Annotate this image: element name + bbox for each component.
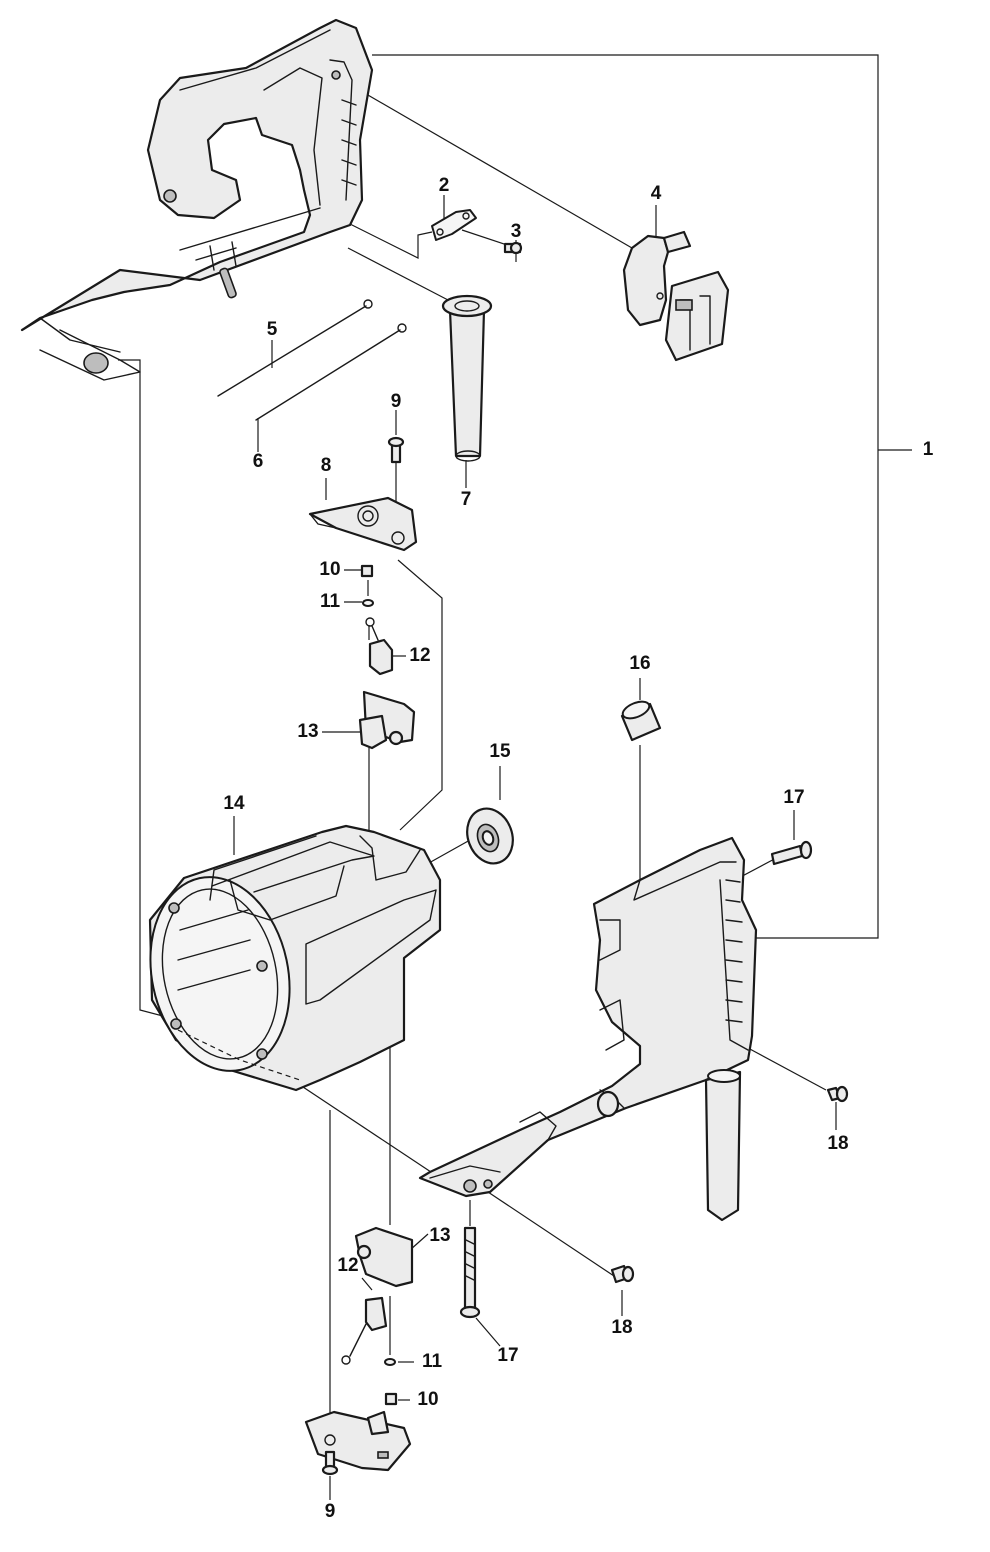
part-9-screw-top <box>387 436 405 464</box>
part-16-pin <box>620 700 662 742</box>
callout-2: 2 <box>439 175 450 196</box>
part-1-handle-housing-top <box>20 18 374 381</box>
leader-18b-assembly <box>487 1191 615 1277</box>
callout-18-bottom: 18 <box>611 1317 632 1338</box>
callout-12-bottom: 12 <box>337 1255 358 1276</box>
leader-left-bottom <box>299 1084 441 1179</box>
part-2-bracket <box>431 209 477 241</box>
part-9-screw-bottom <box>321 1450 339 1476</box>
callout-18-right: 18 <box>827 1133 848 1154</box>
brush-assembly-bottom <box>341 1226 414 1406</box>
callout-6: 6 <box>253 451 264 472</box>
callout-10-top: 10 <box>319 559 340 580</box>
callout-11-top: 11 <box>320 591 341 612</box>
part-10-bottom <box>384 1392 398 1406</box>
leader-left-assembly <box>118 359 179 1021</box>
part-18-screw-right <box>826 1085 849 1103</box>
part-5-wire <box>217 305 367 397</box>
callout-8: 8 <box>321 455 332 476</box>
callout-12-top: 12 <box>409 645 430 666</box>
part-8-cover-bottom <box>304 1410 412 1472</box>
leader-4-assembly <box>341 79 633 249</box>
callout-4: 4 <box>651 183 662 204</box>
callout-5: 5 <box>267 319 278 340</box>
callout-13-top: 13 <box>297 721 318 742</box>
callout-15: 15 <box>489 741 511 762</box>
part-12-bottom <box>364 1296 388 1332</box>
callout-3: 3 <box>511 221 522 242</box>
leader-18a-assembly <box>747 1047 827 1091</box>
part-4-switch <box>622 230 730 362</box>
part-11-top <box>362 599 374 607</box>
part-8-cover-top <box>308 496 418 552</box>
brush-assembly-top <box>358 564 416 750</box>
callout-16: 16 <box>629 653 650 674</box>
leader-7-assembly <box>347 247 449 301</box>
leader-8-assembly <box>397 559 443 831</box>
part-6-wire <box>255 329 401 421</box>
callout-17-bottom: 17 <box>497 1345 518 1366</box>
part-5-6-wires <box>217 299 407 421</box>
callout-10-bottom: 10 <box>417 1389 438 1410</box>
part-13-bottom <box>354 1226 414 1288</box>
leader-bracket-1 <box>372 54 879 939</box>
callout-14: 14 <box>223 793 245 814</box>
callout-17-right: 17 <box>783 787 804 808</box>
callout-1: 1 <box>923 439 934 460</box>
callout-9-bottom: 9 <box>325 1501 336 1522</box>
leader-17b <box>475 1317 501 1347</box>
callout-labels: 1 2 3 4 5 6 7 8 9 9 10 10 11 11 12 12 13… <box>223 175 933 1522</box>
callout-11-bottom: 11 <box>422 1351 443 1372</box>
leader-2-assembly <box>337 217 433 259</box>
callout-7: 7 <box>461 489 472 510</box>
part-3-screw <box>503 241 523 255</box>
part-17-screw-bottom <box>459 1226 481 1319</box>
part-12-top <box>368 638 394 676</box>
leader-3-assembly <box>461 229 511 247</box>
part-14-motor-housing <box>148 824 442 1092</box>
part-10-top <box>360 564 374 578</box>
part-1-handle-housing-bottom <box>418 836 758 1222</box>
callout-9-top: 9 <box>391 391 402 412</box>
part-7-sleeve <box>441 294 493 462</box>
part-11-bottom <box>384 1358 396 1366</box>
leader-12b <box>361 1277 373 1291</box>
part-18-screw-bottom <box>610 1264 635 1284</box>
callout-13-bottom: 13 <box>429 1225 450 1246</box>
leader-lines <box>118 54 912 1500</box>
part-17-screw-right <box>770 840 813 866</box>
part-15-bearing <box>466 807 514 865</box>
